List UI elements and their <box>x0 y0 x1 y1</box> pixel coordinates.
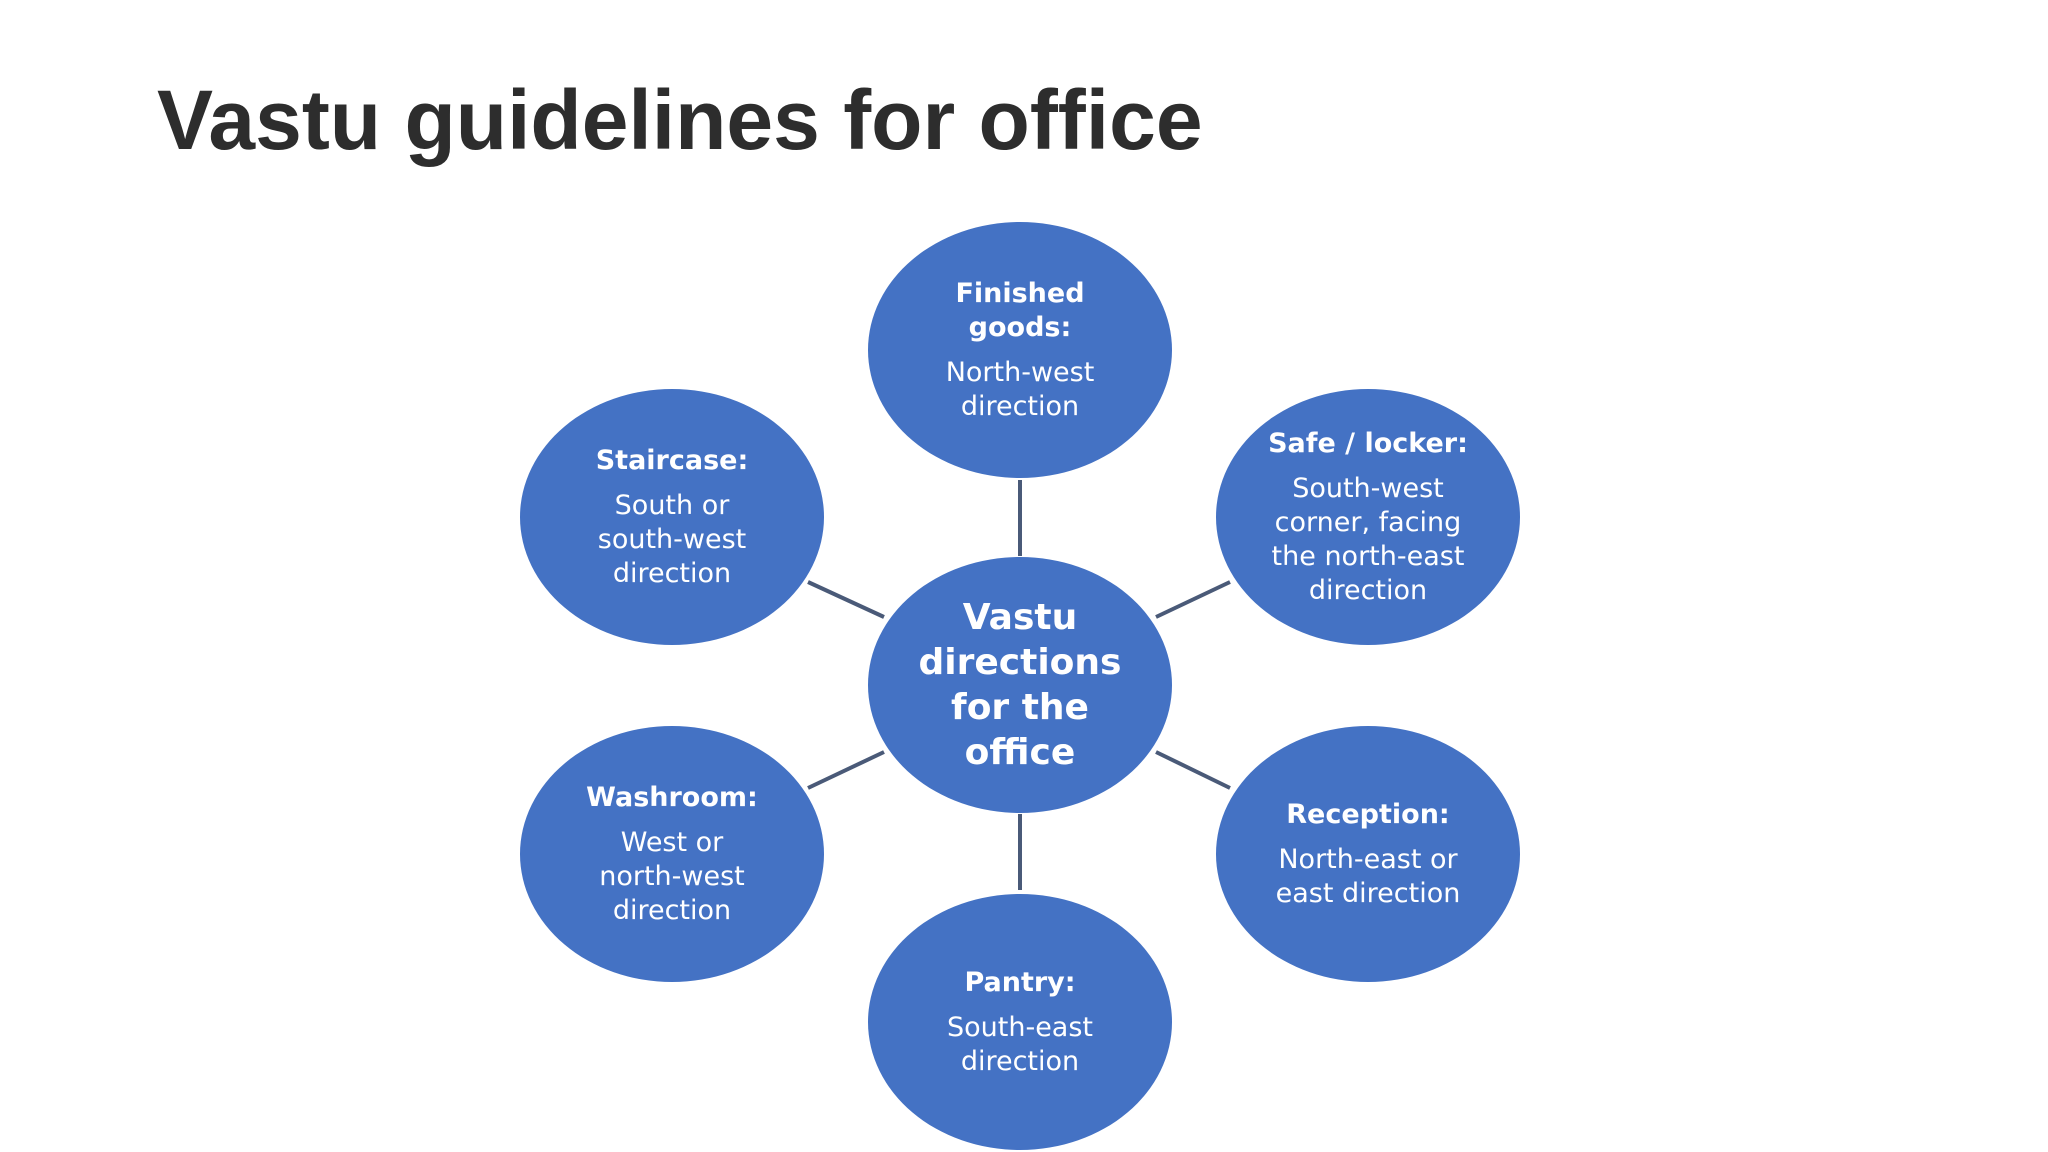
node-safe-locker <box>1216 389 1520 645</box>
node-center <box>868 557 1172 813</box>
node-center-heading: Vastu directions for the office <box>918 597 1122 773</box>
connector-staircase <box>807 580 885 619</box>
node-washroom-text: West or north-west direction <box>599 826 745 926</box>
node-safe-locker-label: Safe / locker: South-west corner, facing… <box>1228 402 1508 632</box>
node-staircase <box>520 389 824 645</box>
node-washroom-label: Washroom: West or north-west direction <box>532 739 812 969</box>
node-center-label: Vastu directions for the office <box>880 570 1160 800</box>
node-reception-text: North-east or east direction <box>1275 843 1461 909</box>
node-safe-locker-text: South-west corner, facing the north-east… <box>1271 472 1465 606</box>
node-staircase-text: South or south-west direction <box>597 489 747 589</box>
node-pantry-heading: Pantry: <box>964 966 1076 998</box>
node-finished-goods <box>868 222 1172 478</box>
connector-safe-locker <box>1155 580 1231 619</box>
page-title: Vastu guidelines for office <box>157 73 1203 167</box>
node-reception-label: Reception: North-east or east direction <box>1228 739 1508 969</box>
node-finished-goods-label: Finished goods: North-west direction <box>880 235 1160 465</box>
node-washroom <box>520 726 824 982</box>
connector-washroom <box>807 750 885 790</box>
connector-reception <box>1155 750 1231 790</box>
node-finished-goods-heading: Finished goods: <box>955 277 1085 343</box>
node-reception-heading: Reception: <box>1286 798 1450 830</box>
node-pantry <box>868 894 1172 1150</box>
node-staircase-label: Staircase: South or south-west direction <box>532 402 812 632</box>
node-reception <box>1216 726 1520 982</box>
node-pantry-label: Pantry: South-east direction <box>880 907 1160 1137</box>
node-pantry-text: South-east direction <box>946 1011 1094 1077</box>
node-washroom-heading: Washroom: <box>586 781 758 813</box>
node-safe-locker-heading: Safe / locker: <box>1268 427 1468 459</box>
node-staircase-heading: Staircase: <box>595 444 749 476</box>
node-finished-goods-text: North-west direction <box>945 356 1095 422</box>
